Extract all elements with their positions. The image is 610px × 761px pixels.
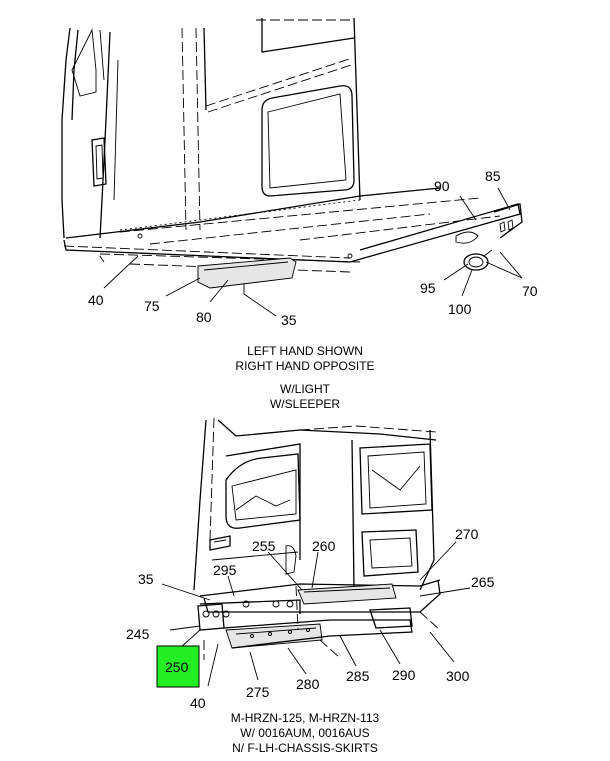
callout-265: 265 (471, 574, 495, 590)
upper-view-illustration (61, 17, 523, 289)
callout-270: 270 (455, 526, 479, 542)
callout-90: 90 (434, 178, 450, 194)
callout-260: 260 (312, 538, 336, 554)
callout-280: 280 (296, 676, 320, 692)
callout-85: 85 (485, 168, 501, 184)
callout-80: 80 (196, 309, 212, 325)
lower-caption: M-HRZN-125, M-HRZN-113 W/ 0016AUM, 0016A… (231, 711, 380, 755)
caption-models: M-HRZN-125, M-HRZN-113 (231, 711, 380, 725)
callout-290: 290 (392, 667, 416, 683)
caption-not-with-skirts: N/ F-LH-CHASSIS-SKIRTS (232, 741, 378, 755)
callout-100: 100 (448, 301, 472, 317)
callout-35: 35 (138, 571, 154, 587)
callout-300: 300 (446, 668, 470, 684)
highlighted-part-250-box (156, 645, 200, 688)
lower-callouts: 255 260 270 35 295 265 245 250 40 275 28… (126, 526, 495, 711)
callout-40: 40 (190, 695, 206, 711)
callout-40: 40 (88, 292, 104, 308)
lower-leader-lines (161, 541, 471, 687)
lower-view-illustration (193, 417, 441, 660)
callout-35: 35 (281, 312, 297, 328)
caption-with-options: W/ 0016AUM, 0016AUS (240, 726, 369, 740)
upper-leader-lines (103, 187, 523, 317)
callout-255: 255 (252, 538, 276, 554)
callout-70: 70 (522, 283, 538, 299)
callout-95: 95 (420, 280, 436, 296)
caption-right-hand-opposite: RIGHT HAND OPPOSITE (235, 359, 374, 373)
callout-250: 250 (165, 659, 189, 675)
caption-left-hand-shown: LEFT HAND SHOWN (247, 344, 363, 358)
caption-with-light: W/LIGHT (280, 382, 331, 396)
upper-callouts: 90 85 95 70 100 40 75 80 35 (88, 168, 538, 328)
upper-caption: LEFT HAND SHOWN RIGHT HAND OPPOSITE W/LI… (235, 344, 374, 411)
caption-with-sleeper: W/SLEEPER (270, 397, 340, 411)
callout-275: 275 (246, 684, 270, 700)
callout-285: 285 (346, 668, 370, 684)
callout-75: 75 (144, 298, 160, 314)
callout-295: 295 (213, 562, 237, 578)
callout-245: 245 (126, 626, 150, 642)
